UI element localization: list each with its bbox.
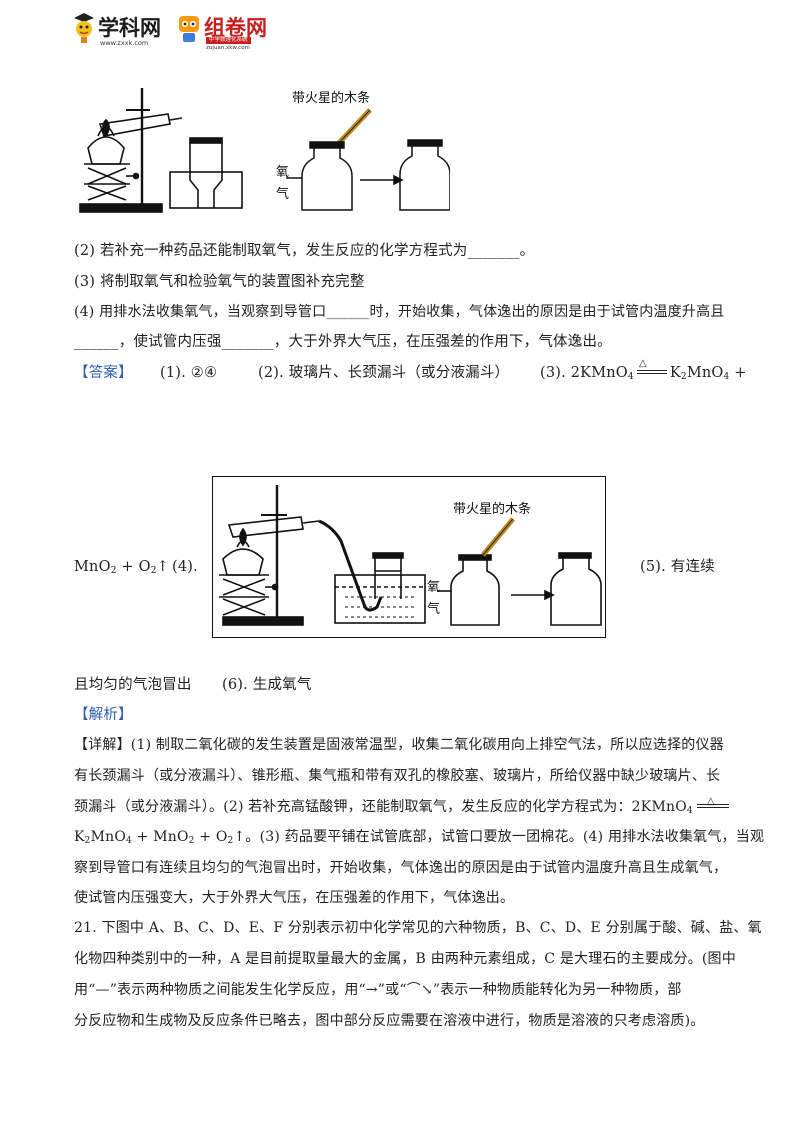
xuekewang-logo: 学科网 www.zxxk.com: [72, 12, 172, 47]
analysis-tag: 【解析】: [74, 707, 133, 723]
answer-5: (5). 有连续: [640, 559, 715, 575]
answer-3-continued: MnO2 + O2↑: [74, 559, 169, 576]
splint-label: 带火星的木条: [453, 501, 531, 517]
logo-title: 学科网: [98, 16, 161, 40]
question-2: (2) 若补充一种药品还能制取氧气，发生反应的化学方程式为_______。: [74, 243, 535, 259]
answer-2: (2). 玻璃片、长颈漏斗（或分液漏斗）: [258, 365, 510, 381]
oxygen-label-1: 氧: [276, 165, 289, 180]
zujuanwang-logo: 组卷网 中学数理化系统 zujuan.xkw.com: [176, 12, 276, 51]
question-3: (3) 将制取氧气和检验氧气的装置图补充完整: [74, 274, 365, 290]
analysis-line-4: K2MnO4 + MnO2 + O2↑。(3) 药品要平铺在试管底部，试管口要放…: [74, 829, 765, 846]
logo-badge: 中学数理化系统: [206, 37, 251, 44]
answer-1: (1). ②④: [160, 365, 218, 381]
answer-tag: 【答案】: [74, 365, 133, 381]
answer-4: (4).: [172, 559, 198, 575]
mascot-icon: [74, 13, 94, 43]
analysis-line-2: 有长颈漏斗（或分液漏斗）、锥形瓶、集气瓶和带有双孔的橡胶塞、玻璃片，所给仪器中缺…: [74, 768, 721, 784]
question-4-line-1: (4) 用排水法收集氧气，当观察到导管口______时，开始收集，气体逸出的原因…: [74, 304, 725, 320]
logo-title: 组卷网: [204, 16, 267, 40]
oxygen-label-2: 气: [427, 601, 440, 617]
question-21-line-3: 用“—”表示两种物质之间能发生化学反应，用“→”或“⌒↘”表示一种物质能转化为另…: [74, 982, 682, 998]
answer-3: (3). 2KMnO4△K2MnO4 +: [540, 358, 747, 383]
question-4-line-2: ______，使试管内压强_______，大于外界大气压，在压强差的作用下，气体…: [74, 334, 612, 350]
apparatus-figure-1: 带火星的木条 氧 气: [79, 88, 450, 213]
question-21-line-1: 21. 下图中 A、B、C、D、E、F 分别表示初中化学常见的六种物质，B、C、…: [74, 920, 762, 936]
question-21-line-4: 分反应物和生成物及反应条件已略去，图中部分反应需要在溶液中进行，物质是溶液的只考…: [74, 1013, 705, 1029]
analysis-line-1: 【详解】(1) 制取二氧化碳的发生装置是固液常温型，收集二氧化碳用向上排空气法，…: [74, 737, 724, 753]
answer-5-continued: 且均匀的气泡冒出: [74, 677, 192, 693]
analysis-line-6: 使试管内压强变大，大于外界大气压，在压强差的作用下，气体逸出。: [74, 890, 515, 906]
oxygen-label-2: 气: [276, 186, 289, 202]
apparatus-figure-2: 带火星的木条 氧 气: [219, 485, 602, 626]
heat-condition-icon: △: [639, 358, 647, 369]
apparatus-figure-2-frame: 带火星的木条 氧 气: [212, 476, 606, 638]
heat-condition-icon: △: [706, 796, 715, 807]
logo-url: zujuan.xkw.com: [206, 45, 250, 51]
robot-mascot-icon: [179, 16, 199, 42]
logo-url: www.zxxk.com: [100, 39, 149, 47]
splint-label: 带火星的木条: [292, 90, 370, 106]
oxygen-label-1: 氧: [427, 580, 440, 595]
analysis-line-5: 察到导管口有连续且均匀的气泡冒出时，开始收集，气体逸出的原因是由于试管内温度升高…: [74, 860, 728, 876]
analysis-line-3: 颈漏斗（或分液漏斗）。(2) 若补充高锰酸钾，还能制取氧气，发生反应的化学方程式…: [74, 796, 729, 817]
answer-6: (6). 生成氧气: [222, 677, 312, 693]
question-21-line-2: 化物四种类别中的一种，A 是目前提取量最大的金属，B 由两种元素组成，C 是大理…: [74, 951, 736, 967]
